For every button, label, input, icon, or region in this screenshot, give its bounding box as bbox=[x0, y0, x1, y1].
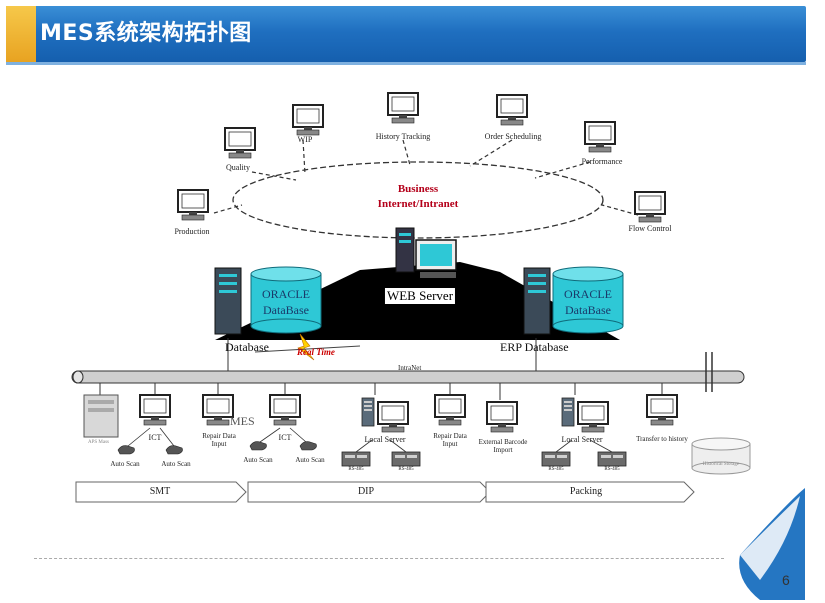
rs485-module bbox=[541, 451, 571, 467]
footer-divider bbox=[34, 558, 724, 559]
order-scheduling-terminal bbox=[496, 94, 528, 126]
lightning-icon bbox=[297, 333, 315, 361]
local-server-terminal-2 bbox=[577, 401, 609, 433]
ict-label-1: ICT bbox=[148, 433, 162, 442]
local-server-terminal-1 bbox=[377, 401, 409, 433]
web-server-icon bbox=[395, 227, 457, 278]
internet-intranet-label: Internet/Intranet bbox=[377, 198, 459, 210]
client-label-performance: Performance bbox=[581, 157, 623, 166]
performance-terminal bbox=[584, 121, 616, 153]
real-time-label: Real Time bbox=[297, 347, 335, 357]
database-caption: Database bbox=[225, 340, 269, 354]
real-time-link bbox=[254, 345, 361, 353]
rs485-label-4: RS-485 bbox=[604, 467, 620, 472]
rs485-module bbox=[391, 451, 421, 467]
history-tracking-terminal bbox=[387, 92, 419, 124]
business-label: Business bbox=[397, 183, 439, 195]
oracle-right-line2: DataBase bbox=[565, 303, 611, 317]
auto-scan-label-2: Auto Scan bbox=[161, 460, 191, 468]
ict-label-2: ICT bbox=[278, 433, 292, 442]
oracle-db-right-icon bbox=[523, 266, 624, 335]
production-terminal bbox=[177, 189, 209, 221]
title-bar bbox=[6, 6, 806, 62]
slide-title: MES系统架构拓扑图 bbox=[40, 21, 252, 46]
page-number: 6 bbox=[782, 572, 790, 588]
client-label-production: Production bbox=[174, 227, 210, 236]
quality-terminal bbox=[224, 127, 256, 159]
rs485-label-2: RS-485 bbox=[398, 467, 414, 472]
rs485-label-1: RS-485 bbox=[348, 467, 364, 472]
client-label-history-tracking: History Tracking bbox=[375, 132, 431, 141]
bus-drops bbox=[99, 383, 663, 400]
scanner-icon bbox=[117, 445, 135, 455]
oracle-right-line1: ORACLE bbox=[564, 287, 612, 301]
ict-terminal-1 bbox=[139, 394, 171, 426]
business-network-cloud bbox=[232, 161, 604, 239]
process-stage-arrows bbox=[75, 481, 695, 503]
historical-storage-icon bbox=[691, 437, 751, 475]
client-label-order-scheduling: Order Scheduling bbox=[484, 132, 542, 141]
rs485-label-3: RS-485 bbox=[548, 467, 564, 472]
external-barcode-terminal bbox=[486, 401, 518, 433]
auto-scan-label-1: Auto Scan bbox=[110, 460, 140, 468]
transfer-terminal bbox=[646, 394, 678, 426]
repair-data-label-1: Repair Data Input bbox=[202, 432, 236, 448]
aps-rack-label: APS Mass bbox=[88, 440, 109, 445]
oracle-left-line2: DataBase bbox=[263, 303, 309, 317]
title-accent bbox=[6, 6, 36, 62]
wip-terminal bbox=[292, 104, 324, 136]
client-label-quality: Quality bbox=[226, 163, 250, 172]
erp-database-caption: ERP Database bbox=[500, 340, 569, 354]
scanner-icon bbox=[299, 441, 317, 451]
title-underline bbox=[6, 62, 806, 65]
auto-scan-label-4: Auto Scan bbox=[295, 456, 325, 464]
rs485-module bbox=[597, 451, 627, 467]
repair-data-label-2: Repair Data Input bbox=[433, 432, 467, 448]
intranet-bus bbox=[71, 352, 745, 392]
page-curl-decoration bbox=[739, 488, 805, 600]
external-barcode-label: External Barcode Import bbox=[478, 438, 528, 454]
oracle-left-line1: ORACLE bbox=[262, 287, 310, 301]
oracle-db-left-icon bbox=[214, 266, 322, 335]
historical-storage-label: Historical Storage bbox=[702, 462, 740, 467]
aps-rack-icon bbox=[83, 394, 119, 438]
client-label-wip: WIP bbox=[297, 135, 313, 144]
scanner-icon bbox=[249, 441, 267, 451]
repair-terminal-2 bbox=[434, 394, 466, 426]
web-server-label: WEB Server bbox=[384, 288, 456, 304]
auto-scan-label-3: Auto Scan bbox=[243, 456, 273, 464]
client-links bbox=[213, 139, 639, 216]
stage-packing: Packing bbox=[569, 486, 603, 497]
local-server-label-1: Local Server bbox=[364, 435, 406, 444]
local-server-label-2: Local Server bbox=[561, 435, 603, 444]
flow-control-terminal bbox=[634, 191, 666, 223]
client-label-flow-control: Flow Control bbox=[628, 224, 672, 233]
mes-label: MES bbox=[230, 414, 255, 428]
repair-terminal-1 bbox=[202, 394, 234, 426]
rs485-links bbox=[355, 439, 613, 453]
rs485-module bbox=[341, 451, 371, 467]
transfer-history-label: Transfer to history bbox=[636, 435, 688, 443]
local-server-tower-2 bbox=[561, 397, 575, 427]
intranet-label: IntraNet bbox=[398, 364, 422, 372]
local-server-tower-1 bbox=[361, 397, 375, 427]
scanner-links bbox=[127, 427, 307, 447]
scanner-icon bbox=[165, 445, 183, 455]
ict-terminal-2 bbox=[269, 394, 301, 426]
stage-dip: DIP bbox=[357, 486, 375, 497]
stage-smt: SMT bbox=[149, 486, 171, 497]
